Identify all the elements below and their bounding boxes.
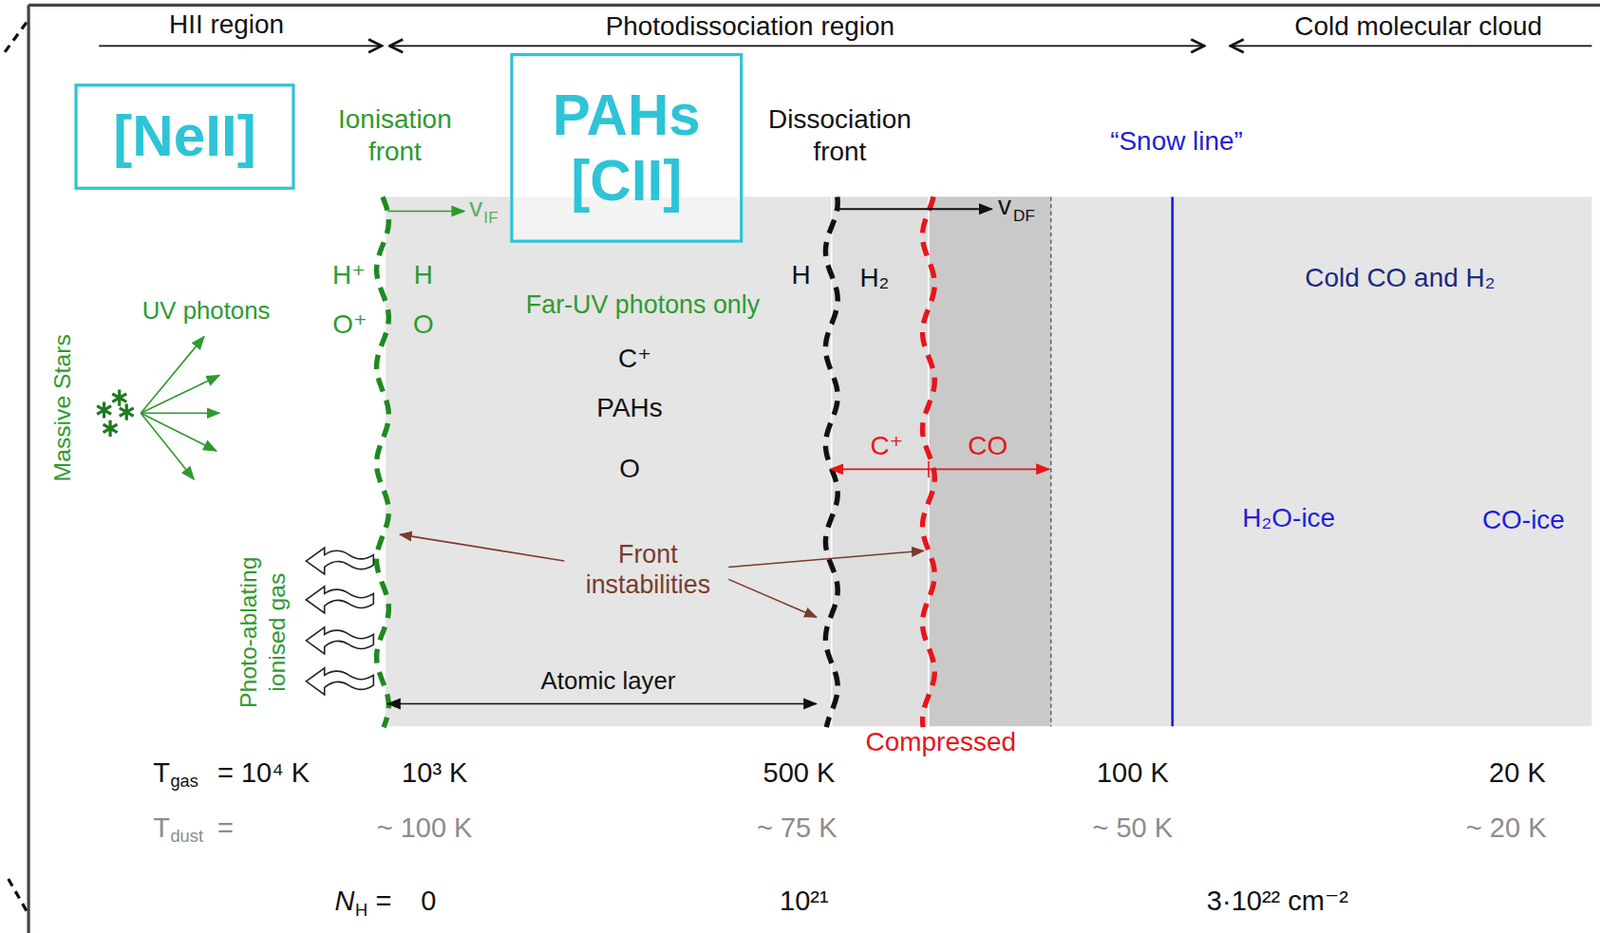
- text-label: ~ 50 K: [1091, 811, 1173, 846]
- text-label: ~ 20 K: [1466, 811, 1547, 846]
- frame-dash: [3, 22, 27, 912]
- text-label: T: [152, 756, 170, 791]
- ablation-arrow: [305, 586, 374, 614]
- text-label: 20 K: [1488, 756, 1546, 791]
- text-label: C⁺: [869, 430, 904, 463]
- uv-arrow: [140, 413, 217, 452]
- compressed-layer: [928, 196, 1052, 727]
- text-label: Atomic layer: [541, 666, 677, 697]
- text-label: 3·10²² cm⁻²: [1206, 885, 1349, 920]
- text-label: O: [619, 453, 640, 487]
- layer-arrow: [830, 469, 1050, 471]
- text-label: Cold molecular cloud: [1294, 10, 1543, 43]
- tracer-box: PAHs [CII]: [509, 53, 743, 244]
- ablation-arrow: [305, 547, 374, 575]
- layer-edge: [927, 196, 930, 727]
- text-label: H₂O-ice: [1242, 502, 1336, 535]
- text-label: Far-UV photons only: [526, 288, 760, 320]
- text-label: Ionisation front: [308, 103, 483, 168]
- uv-arrow: [140, 375, 220, 414]
- leader-line: [399, 534, 565, 562]
- tracer-box: [NeII]: [74, 83, 295, 190]
- text-label: Photodissociation region: [605, 10, 895, 43]
- text-label: 0: [420, 885, 436, 920]
- text-label: H: [355, 901, 368, 923]
- star-symbol: [96, 401, 112, 418]
- star-symbol: [112, 390, 127, 407]
- uv-arrow: [140, 413, 194, 480]
- frame-line: [28, 4, 1600, 933]
- layer-edge-dashed: [1050, 196, 1052, 727]
- text-label: dust: [169, 827, 204, 848]
- region-arrow: [98, 45, 382, 48]
- region-arrow: [390, 45, 1205, 48]
- text-label: H: [790, 259, 810, 292]
- pdr-band: [385, 196, 1592, 727]
- front-line: [376, 196, 390, 728]
- text-label: PAHs: [596, 392, 662, 425]
- velocity-arrow: [834, 207, 992, 210]
- text-label: N: [334, 885, 355, 920]
- layer-tick: [927, 461, 930, 478]
- text-label: HII region: [169, 8, 284, 41]
- text-label: DF: [1013, 205, 1036, 226]
- text-label: Massive Stars: [49, 334, 78, 482]
- text-label: Cold CO and H₂: [1304, 263, 1495, 296]
- text-label: H⁺: [332, 259, 366, 292]
- text-label: 500 K: [763, 756, 836, 791]
- text-label: v: [469, 191, 483, 225]
- text-label: 10³ K: [401, 756, 468, 791]
- ablation-arrow: [305, 668, 374, 696]
- uv-arrow: [140, 337, 205, 415]
- front-line: [922, 196, 936, 728]
- text-label: 100 K: [1096, 756, 1169, 791]
- text-label: ~ 75 K: [756, 811, 838, 846]
- text-label: CO: [967, 430, 1008, 463]
- star-symbol: [119, 404, 134, 421]
- text-label: T: [152, 811, 170, 846]
- ablation-arrow: [305, 627, 374, 655]
- leader-line: [728, 550, 923, 567]
- text-label: =: [217, 811, 234, 846]
- h2-layer: [831, 196, 929, 727]
- text-label: = 10⁴ K: [217, 756, 310, 791]
- text-label: gas: [169, 771, 198, 793]
- text-label: 10²¹: [779, 885, 829, 920]
- text-label: IF: [483, 207, 498, 228]
- snow-line: [1170, 196, 1174, 727]
- leader-line: [728, 579, 816, 618]
- tracer-name: [NeII]: [112, 103, 256, 170]
- text-label: Front instabilities: [571, 538, 725, 600]
- text-label: O: [413, 308, 434, 341]
- text-label: O⁺: [332, 308, 367, 341]
- text-label: v: [997, 189, 1012, 223]
- text-label: UV photons: [142, 296, 271, 326]
- star-symbol: [103, 420, 118, 437]
- region-arrow: [1230, 45, 1592, 48]
- text-label: H: [414, 259, 433, 292]
- text-label: “Snow line”: [1110, 126, 1243, 159]
- velocity-arrow: [387, 210, 465, 213]
- layer-arrow: [387, 703, 816, 706]
- text-label: Dissociation front: [742, 103, 937, 168]
- text-label: Photo-ablating ionised gas: [235, 535, 292, 730]
- text-label: C⁺: [618, 343, 652, 377]
- text-label: Compressed: [865, 727, 1017, 760]
- uv-arrow: [140, 412, 220, 415]
- text-label: =: [375, 885, 392, 920]
- text-label: H₂: [859, 263, 889, 296]
- text-label: ~ 100 K: [376, 811, 473, 846]
- tracer-name: PAHs [CII]: [524, 82, 729, 214]
- text-label: CO-ice: [1482, 504, 1565, 537]
- front-line: [825, 196, 838, 728]
